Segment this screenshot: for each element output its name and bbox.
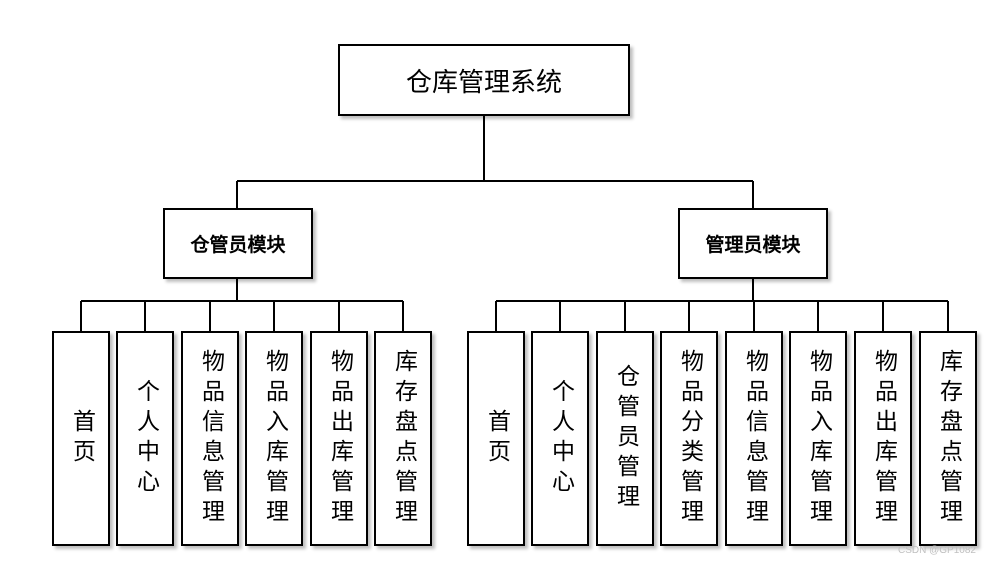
- root-node: 仓库管理系统: [338, 44, 630, 116]
- leaf-node: 物品分类管理: [660, 331, 718, 546]
- leaf-node: 个人中心: [116, 331, 174, 546]
- leaf-node: 物品入库管理: [789, 331, 847, 546]
- leaf-node: 物品入库管理: [245, 331, 303, 546]
- leaf-node-label: 个人中心: [547, 378, 574, 499]
- leaf-node: 首页: [467, 331, 525, 546]
- leaf-node: 库存盘点管理: [919, 331, 977, 546]
- module-node-label: 管理员模块: [705, 234, 801, 256]
- leaf-node-label: 个人中心: [132, 378, 159, 499]
- leaf-node-label: 物品信息管理: [741, 348, 768, 529]
- module-node-admin: 管理员模块: [678, 208, 828, 279]
- leaf-node-label: 物品出库管理: [870, 348, 897, 529]
- leaf-node: 物品出库管理: [854, 331, 912, 546]
- module-node-warehouse-keeper: 仓管员模块: [163, 208, 313, 279]
- leaf-node-label: 首页: [483, 408, 510, 469]
- leaf-node-label: 库存盘点管理: [390, 348, 417, 529]
- leaf-node: 物品出库管理: [310, 331, 368, 546]
- leaf-node: 个人中心: [531, 331, 589, 546]
- watermark: CSDN @GP1082: [898, 545, 976, 556]
- module-node-label: 仓管员模块: [190, 234, 286, 256]
- leaf-node: 仓管员管理: [596, 331, 654, 546]
- leaf-node-label: 物品入库管理: [261, 348, 288, 529]
- leaf-node: 首页: [52, 331, 110, 546]
- leaf-node-label: 仓管员管理: [612, 363, 639, 514]
- leaf-node: 物品信息管理: [181, 331, 239, 546]
- leaf-node-label: 首页: [68, 408, 95, 469]
- leaf-node: 库存盘点管理: [374, 331, 432, 546]
- root-node-label: 仓库管理系统: [405, 67, 562, 98]
- leaf-node-label: 物品分类管理: [676, 348, 703, 529]
- leaf-node-label: 物品出库管理: [326, 348, 353, 529]
- leaf-node-label: 库存盘点管理: [935, 348, 962, 529]
- leaf-node-label: 物品信息管理: [197, 348, 224, 529]
- leaf-node-label: 物品入库管理: [805, 348, 832, 529]
- leaf-node: 物品信息管理: [725, 331, 783, 546]
